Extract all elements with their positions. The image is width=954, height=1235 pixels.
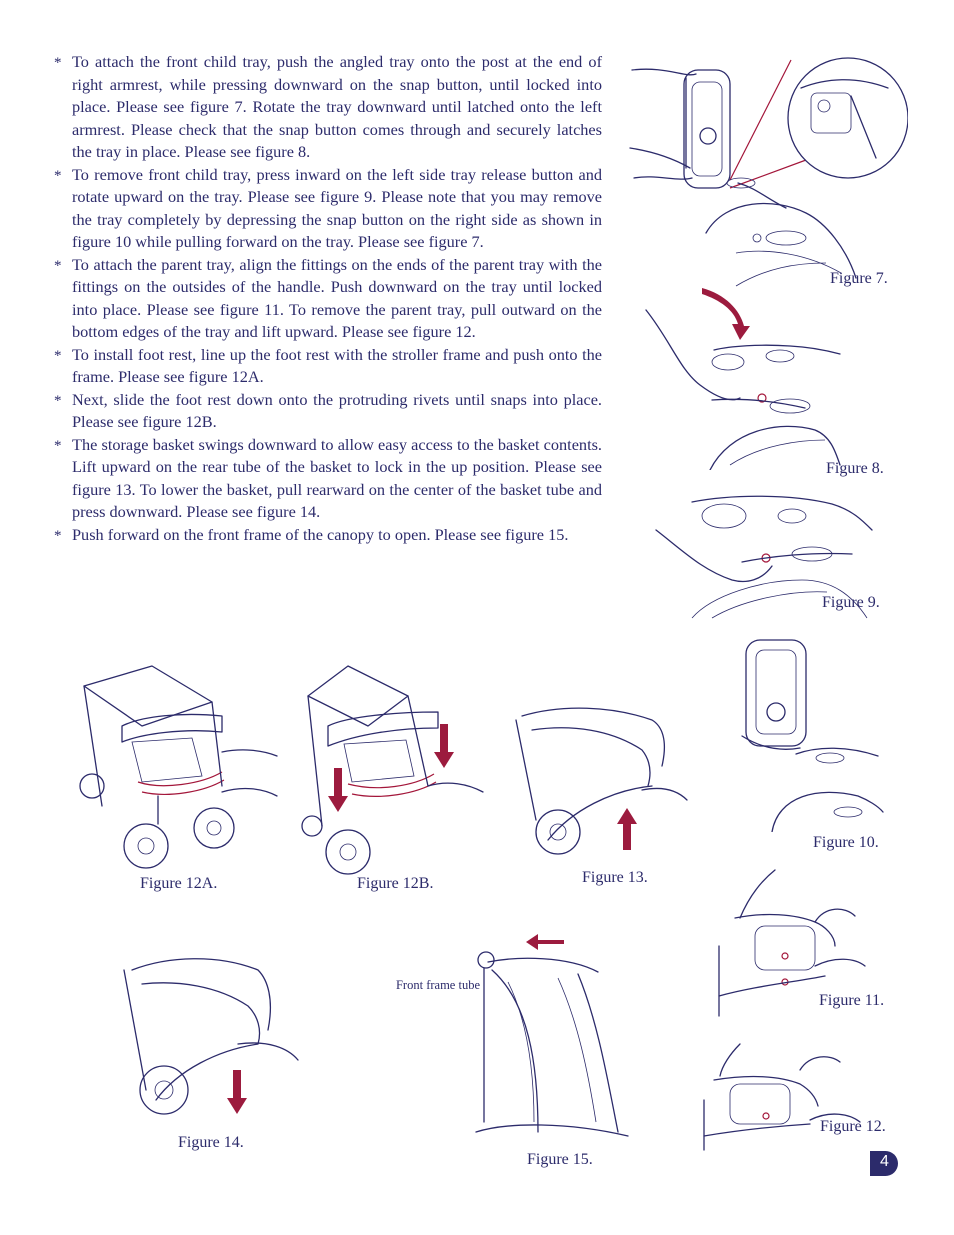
instruction-item: Push forward on the front frame of the c… (52, 524, 602, 546)
figure-9-illustration (652, 490, 892, 620)
figure-10-illustration (738, 636, 888, 832)
instruction-item: The storage basket swings downward to al… (52, 434, 602, 524)
instruction-item: To install foot rest, line up the foot r… (52, 344, 602, 389)
figure-12a-caption: Figure 12A. (140, 875, 218, 892)
figure-13-illustration (512, 690, 692, 870)
figure-14-caption: Figure 14. (178, 1134, 244, 1151)
instruction-item: Next, slide the foot rest down onto the … (52, 389, 602, 434)
page-number: 4 (880, 1153, 889, 1170)
instruction-item: To remove front child tray, press inward… (52, 164, 602, 254)
figure-12b-illustration (288, 656, 488, 878)
figure-15-caption: Figure 15. (527, 1151, 593, 1168)
figure-12-caption: Figure 12. (820, 1118, 886, 1135)
instruction-item: To attach the parent tray, align the fit… (52, 254, 602, 344)
figure-7-caption: Figure 7. (830, 270, 888, 287)
figure-7-illustration (626, 48, 908, 293)
figure-9-caption: Figure 9. (822, 594, 880, 611)
instruction-item: To attach the front child tray, push the… (52, 51, 602, 164)
front-frame-tube-label: Front frame tube (395, 978, 480, 992)
figure-11-illustration (715, 866, 875, 1024)
figure-10-caption: Figure 10. (813, 834, 879, 851)
figure-12-illustration (700, 1040, 872, 1152)
figure-11-caption: Figure 11. (819, 992, 885, 1009)
instruction-list: To attach the front child tray, push the… (52, 51, 602, 546)
figure-8-caption: Figure 8. (826, 460, 884, 477)
figure-14-illustration (118, 940, 304, 1130)
figure-15-illustration (468, 922, 638, 1142)
figure-8-illustration (640, 280, 890, 470)
figure-12b-caption: Figure 12B. (357, 875, 434, 892)
figure-12a-illustration (72, 656, 286, 874)
page-number-tab: 4 (870, 1151, 898, 1176)
figure-13-caption: Figure 13. (582, 869, 648, 886)
page-number-background (870, 1151, 898, 1176)
